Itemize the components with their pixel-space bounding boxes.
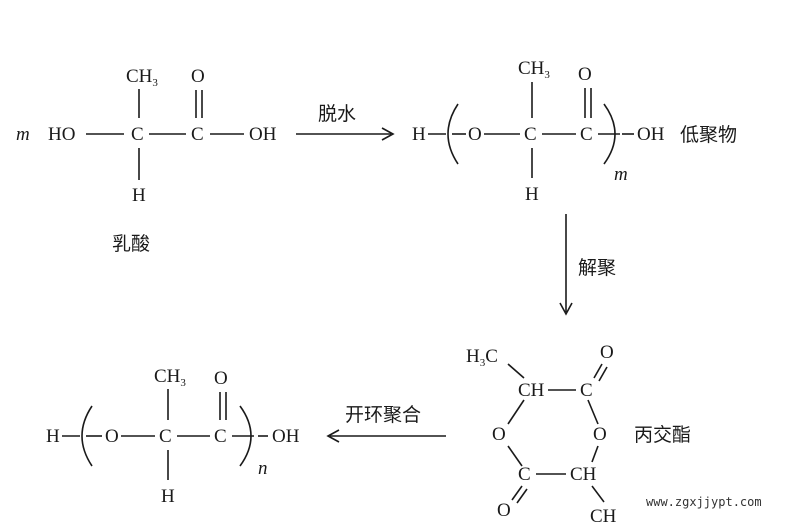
ring-opening-arrow: 开环聚合 (326, 404, 446, 443)
lactide-methyl-top: H3C (466, 346, 498, 369)
right-paren (239, 405, 252, 467)
polylactide-repeat-subscript: n (258, 458, 268, 479)
polylactide-hydrogen: H (161, 486, 175, 507)
polylactide-carbonyl-oxygen: O (214, 368, 228, 389)
double-bond (593, 363, 603, 379)
polylactide-oh: OH (272, 426, 300, 447)
lactic-acid-ho: HO (48, 124, 75, 145)
oligomer-methyl: CH3 (518, 58, 550, 81)
lactide-ring-oxygen-right: O (593, 424, 607, 445)
lactide-structure: H3C CH C O O O C CH O CH 丙交酯 (466, 342, 691, 523)
double-bond (511, 485, 523, 501)
dehydration-arrow: 脱水 (296, 103, 395, 141)
ring-opening-label: 开环聚合 (345, 404, 421, 426)
lactic-acid-label: 乳酸 (112, 233, 150, 255)
lactic-acid-carbonyl-carbon: C (191, 124, 204, 145)
lactic-acid-alpha-carbon: C (131, 124, 144, 145)
arrow-head (559, 302, 573, 316)
lactide-carbonyl-carbon-top: C (580, 380, 593, 401)
lactide-ch-top: CH (518, 380, 545, 401)
oligomer-alpha-carbon: C (524, 124, 537, 145)
oligomer-carbonyl-carbon: C (580, 124, 593, 145)
depolymerization-arrow: 解聚 (559, 214, 616, 316)
left-paren (447, 103, 459, 165)
lactide-carbonyl-carbon-bottom: C (518, 464, 531, 485)
polylactide-methyl: CH3 (154, 366, 186, 389)
lactic-acid-oh: OH (249, 124, 277, 145)
bond (507, 399, 525, 425)
lactic-acid-structure: m HO C C OH CH3 H O 乳酸 (16, 66, 277, 255)
oligomer-repeat-subscript: m (614, 164, 628, 185)
depolymerization-label: 解聚 (578, 257, 616, 279)
oligomer-structure: H O C C OH m CH3 H O 低聚物 (412, 58, 737, 205)
dehydration-label: 脱水 (318, 103, 356, 125)
oligomer-label: 低聚物 (680, 124, 737, 146)
bond (591, 445, 599, 463)
polylactide-h-end: H (46, 426, 60, 447)
bond (507, 445, 523, 467)
polylactide-alpha-carbon: C (159, 426, 172, 447)
lactic-acid-hydrogen: H (132, 185, 146, 206)
oligomer-h-end: H (412, 124, 426, 145)
bond (587, 399, 599, 425)
double-bond (598, 366, 608, 382)
lactic-acid-methyl: CH3 (126, 66, 158, 89)
oligomer-hydrogen: H (525, 184, 539, 205)
lactic-acid-carbonyl-oxygen: O (191, 66, 205, 87)
arrow-head (381, 127, 395, 141)
watermark-text: www.zgxjjypt.com (646, 495, 762, 509)
right-paren (603, 103, 616, 165)
arrow-head (326, 429, 340, 443)
oligomer-oxygen: O (468, 124, 482, 145)
bond (591, 485, 605, 503)
double-bond (516, 488, 528, 504)
polylactide-structure: H O C C OH n CH3 H O (46, 366, 300, 507)
lactic-acid-coefficient: m (16, 124, 30, 145)
lactide-oxygen-top: O (600, 342, 614, 363)
oligomer-oh: OH (637, 124, 665, 145)
polylactide-carbonyl-carbon: C (214, 426, 227, 447)
lactide-ch-bottom: CH (570, 464, 597, 485)
bond (507, 363, 525, 379)
lactide-label: 丙交酯 (634, 424, 691, 446)
lactide-methyl-bottom: CH (590, 506, 617, 523)
left-paren (81, 405, 93, 467)
lactide-ring-oxygen-left: O (492, 424, 506, 445)
oligomer-carbonyl-oxygen: O (578, 64, 592, 85)
polylactide-oxygen: O (105, 426, 119, 447)
lactide-oxygen-bottom: O (497, 500, 511, 521)
